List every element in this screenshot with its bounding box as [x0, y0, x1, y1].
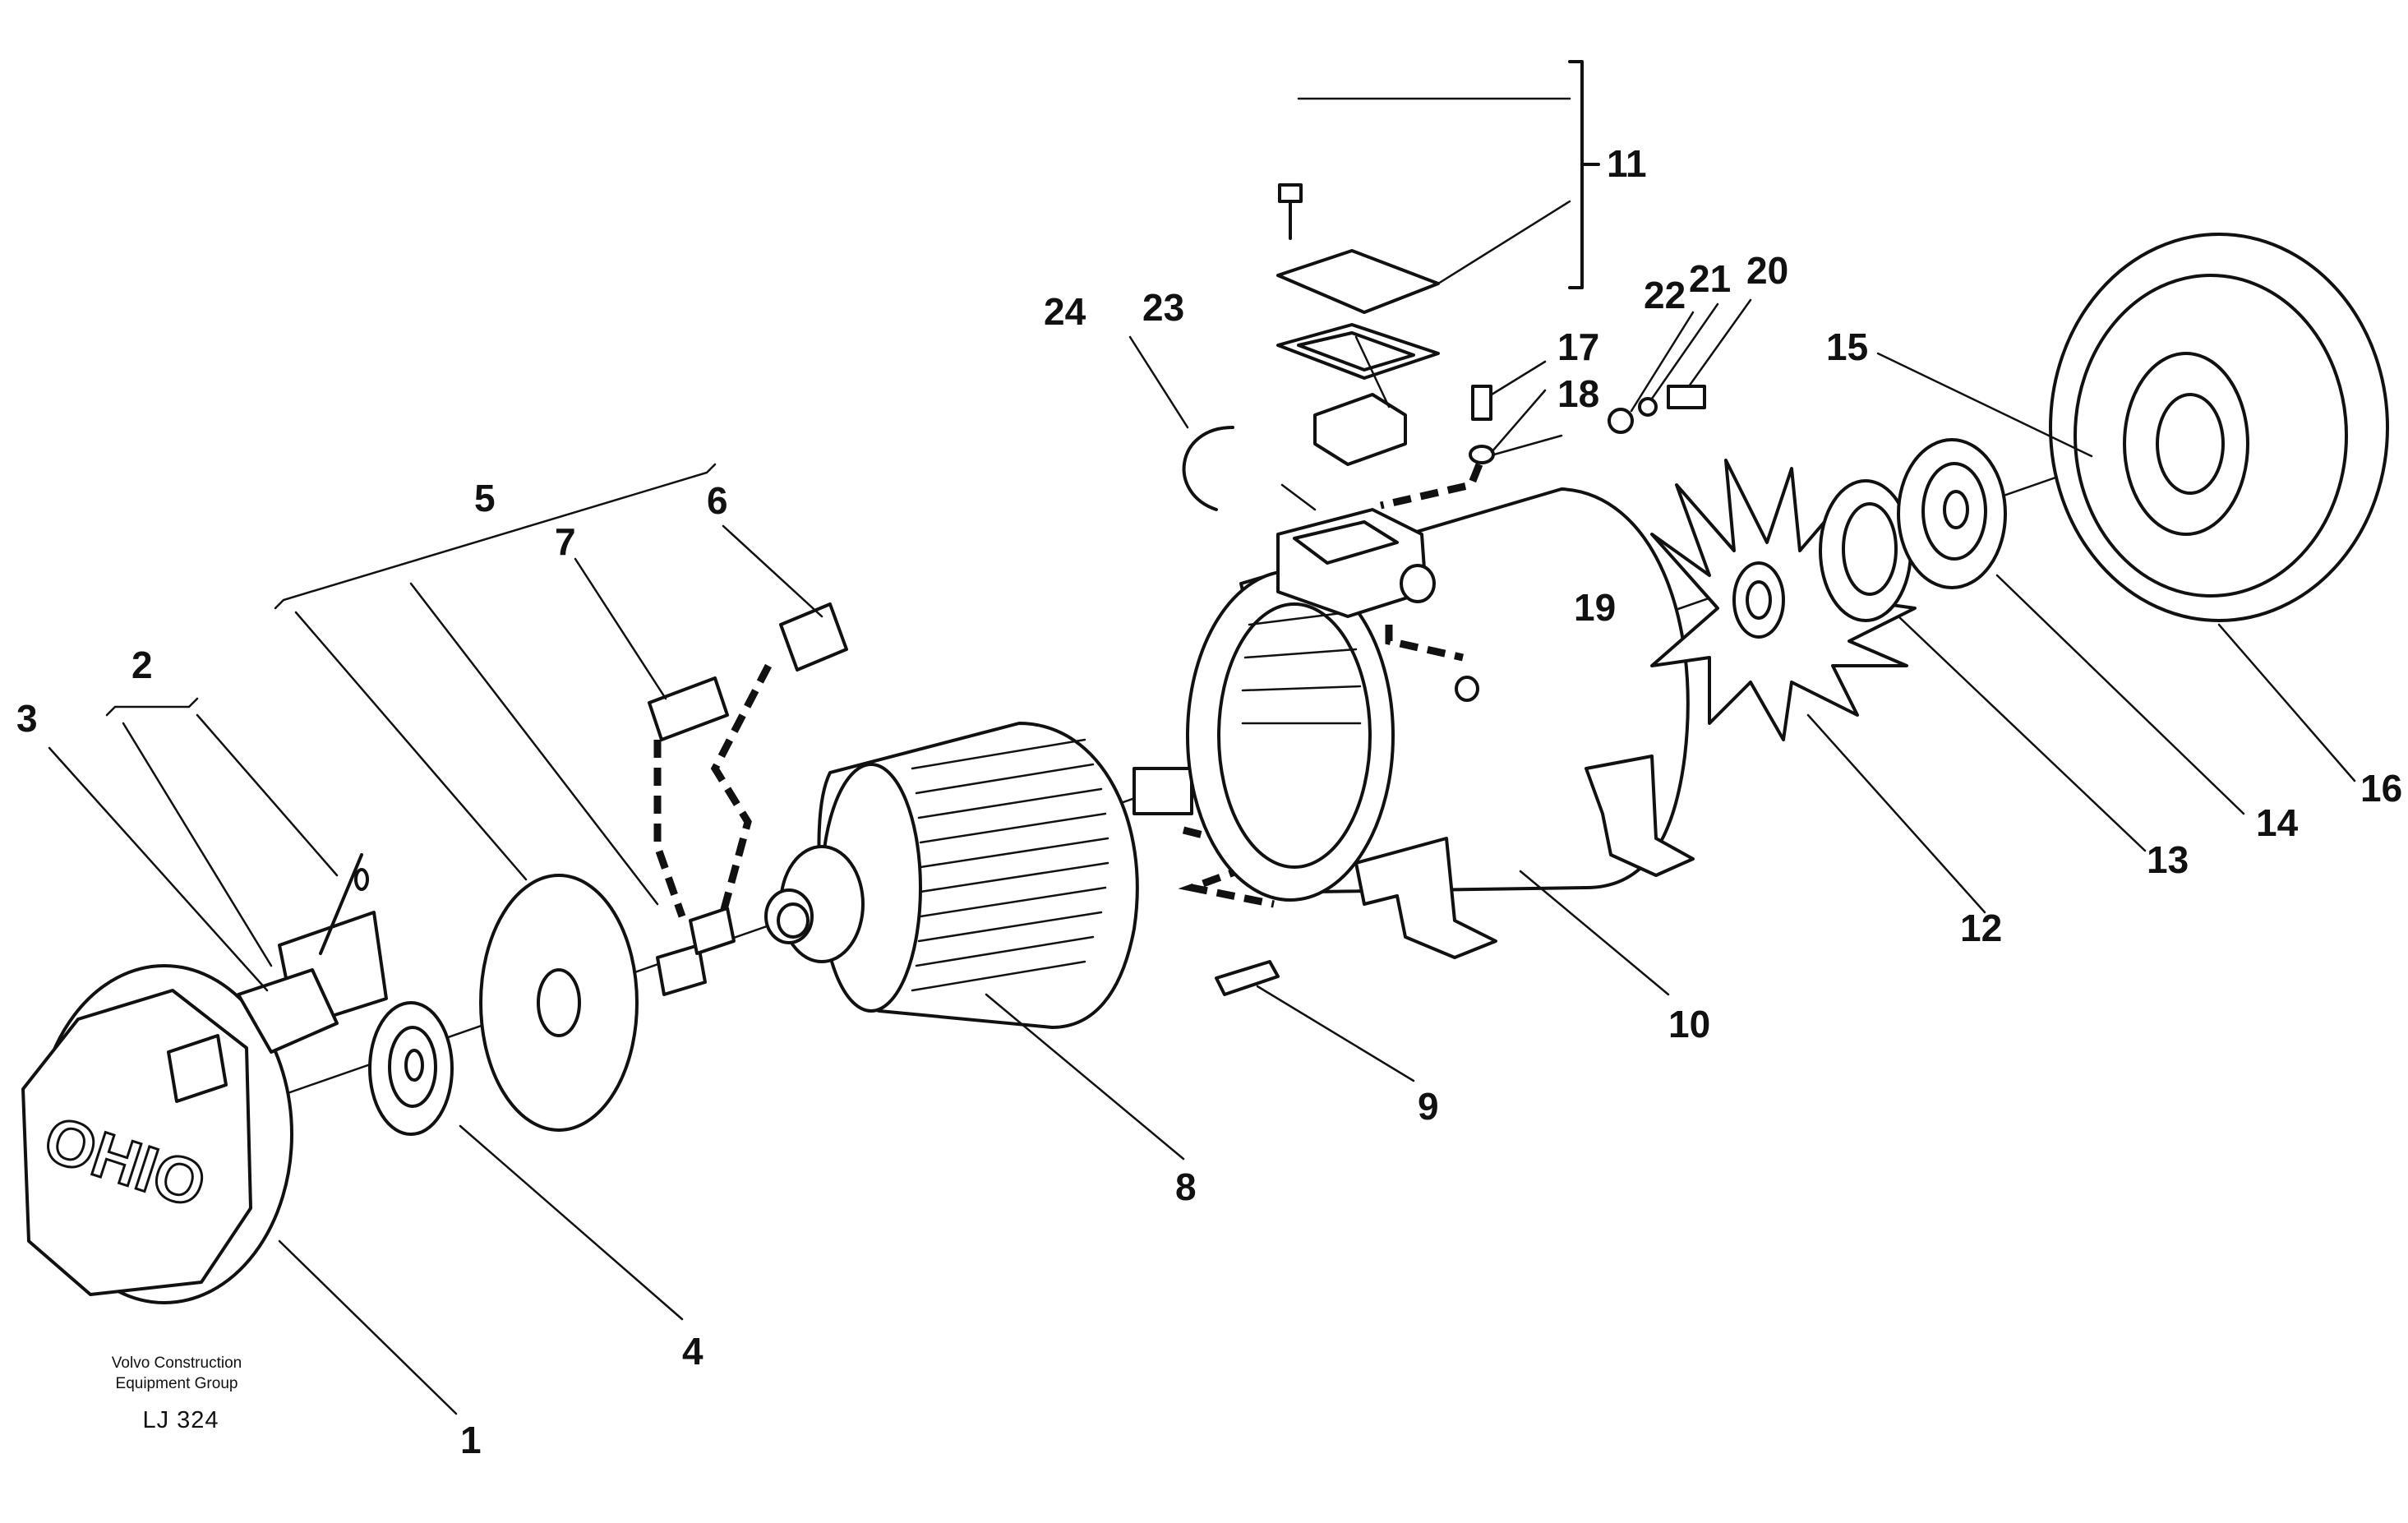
callout-5: 5 — [474, 477, 496, 519]
callout-20: 20 — [1746, 249, 1788, 292]
callout-2: 2 — [131, 644, 153, 686]
bearing-14-part — [1897, 438, 2007, 589]
stator-housing-part — [1186, 487, 1695, 959]
brush-disc-part — [479, 874, 639, 1132]
callout-22: 22 — [1644, 274, 1686, 316]
callout-18: 18 — [1557, 372, 1599, 415]
callout-15: 15 — [1826, 325, 1868, 368]
brush-plate-part — [237, 853, 388, 1054]
callout-23: 23 — [1142, 286, 1184, 329]
terminal-hardware-part — [1313, 385, 1706, 702]
callout-8: 8 — [1175, 1165, 1197, 1208]
callout-4: 4 — [682, 1330, 703, 1373]
cooling-fan-part — [1650, 459, 1917, 741]
callout-1: 1 — [460, 1419, 482, 1461]
company-name-line1: Volvo Construction — [111, 1355, 242, 1372]
bearing-4-part — [368, 1001, 454, 1136]
callout-7: 7 — [555, 520, 576, 563]
pulley-part — [2049, 233, 2389, 622]
callout-24: 24 — [1044, 290, 1086, 333]
end-cover-part: OHIO — [21, 964, 293, 1304]
terminal-cover-part — [1276, 60, 1600, 380]
callout-3: 3 — [16, 697, 38, 740]
callout-21: 21 — [1689, 257, 1731, 300]
callout-16: 16 — [2360, 767, 2402, 810]
callout-13: 13 — [2147, 838, 2189, 881]
callout-labels: 1 2 3 4 5 6 7 8 9 10 11 12 13 14 15 16 1… — [16, 142, 2402, 1461]
callout-12: 12 — [1960, 907, 2002, 949]
callout-19: 19 — [1574, 586, 1616, 629]
brush-holders-part — [648, 602, 848, 996]
company-name-line2: Equipment Group — [115, 1375, 238, 1392]
callout-9: 9 — [1418, 1085, 1439, 1128]
circlip-24-part — [1182, 426, 1234, 511]
drawing-code: LJ 324 — [142, 1407, 219, 1433]
company-caption: Volvo Construction Equipment Group — [74, 1353, 279, 1394]
callout-10: 10 — [1668, 1003, 1710, 1045]
callout-11: 11 — [1607, 142, 1647, 185]
callout-17: 17 — [1557, 325, 1599, 368]
callout-6: 6 — [707, 479, 728, 522]
leader-lines — [48, 97, 2356, 1415]
seal-ring-part — [1819, 479, 1912, 622]
callout-14: 14 — [2256, 801, 2299, 844]
rotor-part — [764, 722, 1193, 1029]
